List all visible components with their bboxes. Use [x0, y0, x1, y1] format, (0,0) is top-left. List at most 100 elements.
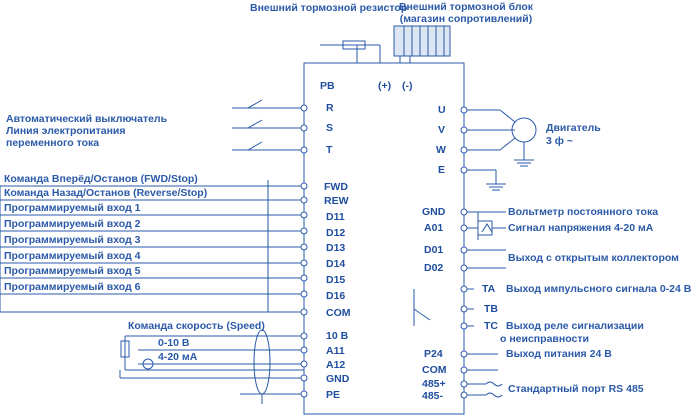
terminal-name-R: R — [326, 102, 334, 114]
relay-label-2: о неисправности — [500, 333, 589, 345]
terminal-name-E: E — [438, 164, 446, 176]
terminal-S — [300, 124, 308, 132]
input-label-fwd: Команда Вперёд/Останов (FWD/Stop) — [4, 173, 198, 185]
input-label-1: Программируемый вход 1 — [4, 202, 141, 214]
terminal-10V — [300, 332, 308, 340]
rs485-label: Стандартный порт RS 485 — [508, 383, 644, 395]
terminal-name-GND-left: GND — [326, 373, 350, 385]
terminal-name-P24: P24 — [424, 348, 443, 360]
brake-unit-symbol — [393, 25, 451, 57]
supply-line-label: Линия электропитания — [6, 125, 126, 137]
terminal-TB — [460, 305, 468, 313]
brake-resistor-label: Внешний тормозной резистор — [250, 2, 408, 14]
terminal-name-minus: (-) — [402, 80, 413, 92]
terminal-name-D01: D01 — [424, 244, 444, 256]
terminal-TC — [460, 322, 468, 330]
terminal-name-D15: D15 — [326, 274, 346, 286]
input-label-2: Программируемый вход 2 — [4, 218, 141, 230]
terminal-R — [300, 104, 308, 112]
input-label-rev: Команда Назад/Останов (Reverse/Stop) — [4, 187, 208, 199]
p24-output-label: Выход питания 24 В — [506, 348, 612, 360]
terminal-name-COM-right: COM — [422, 364, 447, 376]
terminal-name-S: S — [326, 122, 334, 134]
terminal-name-A12: A12 — [326, 359, 346, 371]
potentiometer-symbol — [120, 340, 130, 358]
open-collector-label: Выход с открытым коллектором — [508, 252, 679, 264]
terminal-A12 — [300, 360, 308, 368]
terminal-P24 — [460, 350, 468, 358]
terminal-485minus — [460, 391, 468, 399]
terminal-A11 — [300, 346, 308, 354]
input-label-4: Программируемый вход 4 — [4, 250, 141, 262]
terminal-E — [460, 166, 468, 174]
terminal-name-485plus: 485+ — [422, 378, 446, 390]
brake-resistor-symbol — [342, 40, 366, 50]
terminal-name-T: T — [326, 144, 333, 156]
terminal-GND-right — [460, 208, 468, 216]
terminal-T — [300, 146, 308, 154]
ac-label: переменного тока — [6, 137, 100, 149]
motor-label: Двигатель — [546, 122, 601, 134]
input-label-5: Программируемый вход 5 — [4, 265, 141, 277]
terminal-name-plus: (+) — [378, 80, 392, 92]
terminal-name-D12: D12 — [326, 227, 346, 239]
terminal-U — [460, 106, 468, 114]
terminal-GND-left — [300, 374, 308, 382]
terminal-name-TB: TB — [484, 303, 498, 315]
terminal-A01 — [460, 224, 468, 232]
terminal-name-W: W — [436, 144, 446, 156]
input-label-3: Программируемый вход 3 — [4, 234, 141, 246]
terminal-name-D11: D11 — [326, 211, 345, 223]
terminal-name-D13: D13 — [326, 242, 346, 254]
voltmeter-label: Вольтметр постоянного тока — [508, 206, 659, 218]
terminal-COM — [300, 308, 308, 316]
inverter-block — [303, 62, 465, 415]
terminal-D15 — [300, 274, 308, 282]
terminal-TA — [460, 285, 468, 293]
terminal-PE — [300, 390, 308, 398]
shield-symbol — [253, 329, 271, 395]
terminal-D13 — [300, 243, 308, 251]
current-source-symbol — [142, 358, 154, 370]
terminal-D01 — [460, 246, 468, 254]
brake-unit-label-2: (магазин сопротивлений) — [399, 13, 533, 25]
terminal-name-GND-right: GND — [422, 206, 446, 218]
terminal-485plus — [460, 380, 468, 388]
terminal-name-U: U — [438, 104, 446, 116]
terminal-name-TC: TC — [484, 320, 498, 332]
speed-title: Команда скорость (Speed) — [128, 320, 265, 332]
terminal-D14 — [300, 259, 308, 267]
terminal-name-D14: D14 — [326, 258, 346, 270]
terminal-name-PE: PE — [326, 389, 341, 401]
speed-current-range: 4-20 мА — [158, 351, 198, 363]
terminal-name-D02: D02 — [424, 262, 444, 274]
terminal-name-REW: REW — [324, 195, 349, 207]
terminal-name-D16: D16 — [326, 290, 346, 302]
brake-unit-label-1: Внешний тормозной блок — [398, 1, 534, 13]
relay-label-1: Выход реле сигнализации — [506, 320, 644, 332]
terminal-name-COM: COM — [326, 307, 351, 319]
terminal-W — [460, 146, 468, 154]
motor-phase-label: 3 ф ~ — [546, 135, 573, 147]
terminal-name-TA: TA — [482, 283, 496, 295]
breaker-label: Автоматический выключатель — [6, 113, 168, 125]
terminal-name-A11: A11 — [326, 345, 345, 357]
terminal-name-PB: PB — [320, 80, 335, 92]
terminal-D11 — [300, 211, 308, 219]
terminal-REW — [300, 196, 308, 204]
terminal-D16 — [300, 290, 308, 298]
terminal-name-485minus: 485- — [422, 390, 444, 402]
input-label-6: Программируемый вход 6 — [4, 281, 141, 293]
terminal-D02 — [460, 264, 468, 272]
motor-symbol — [511, 117, 537, 143]
terminal-D12 — [300, 227, 308, 235]
rs485-coil-symbol — [485, 381, 503, 387]
speed-voltage-range: 0-10 В — [158, 337, 190, 349]
terminal-V — [460, 126, 468, 134]
terminal-FWD — [300, 182, 308, 190]
terminal-COM-right — [460, 366, 468, 374]
voltage-signal-label: Сигнал напряжения 4-20 мА — [508, 222, 654, 234]
terminal-name-V: V — [438, 124, 446, 136]
